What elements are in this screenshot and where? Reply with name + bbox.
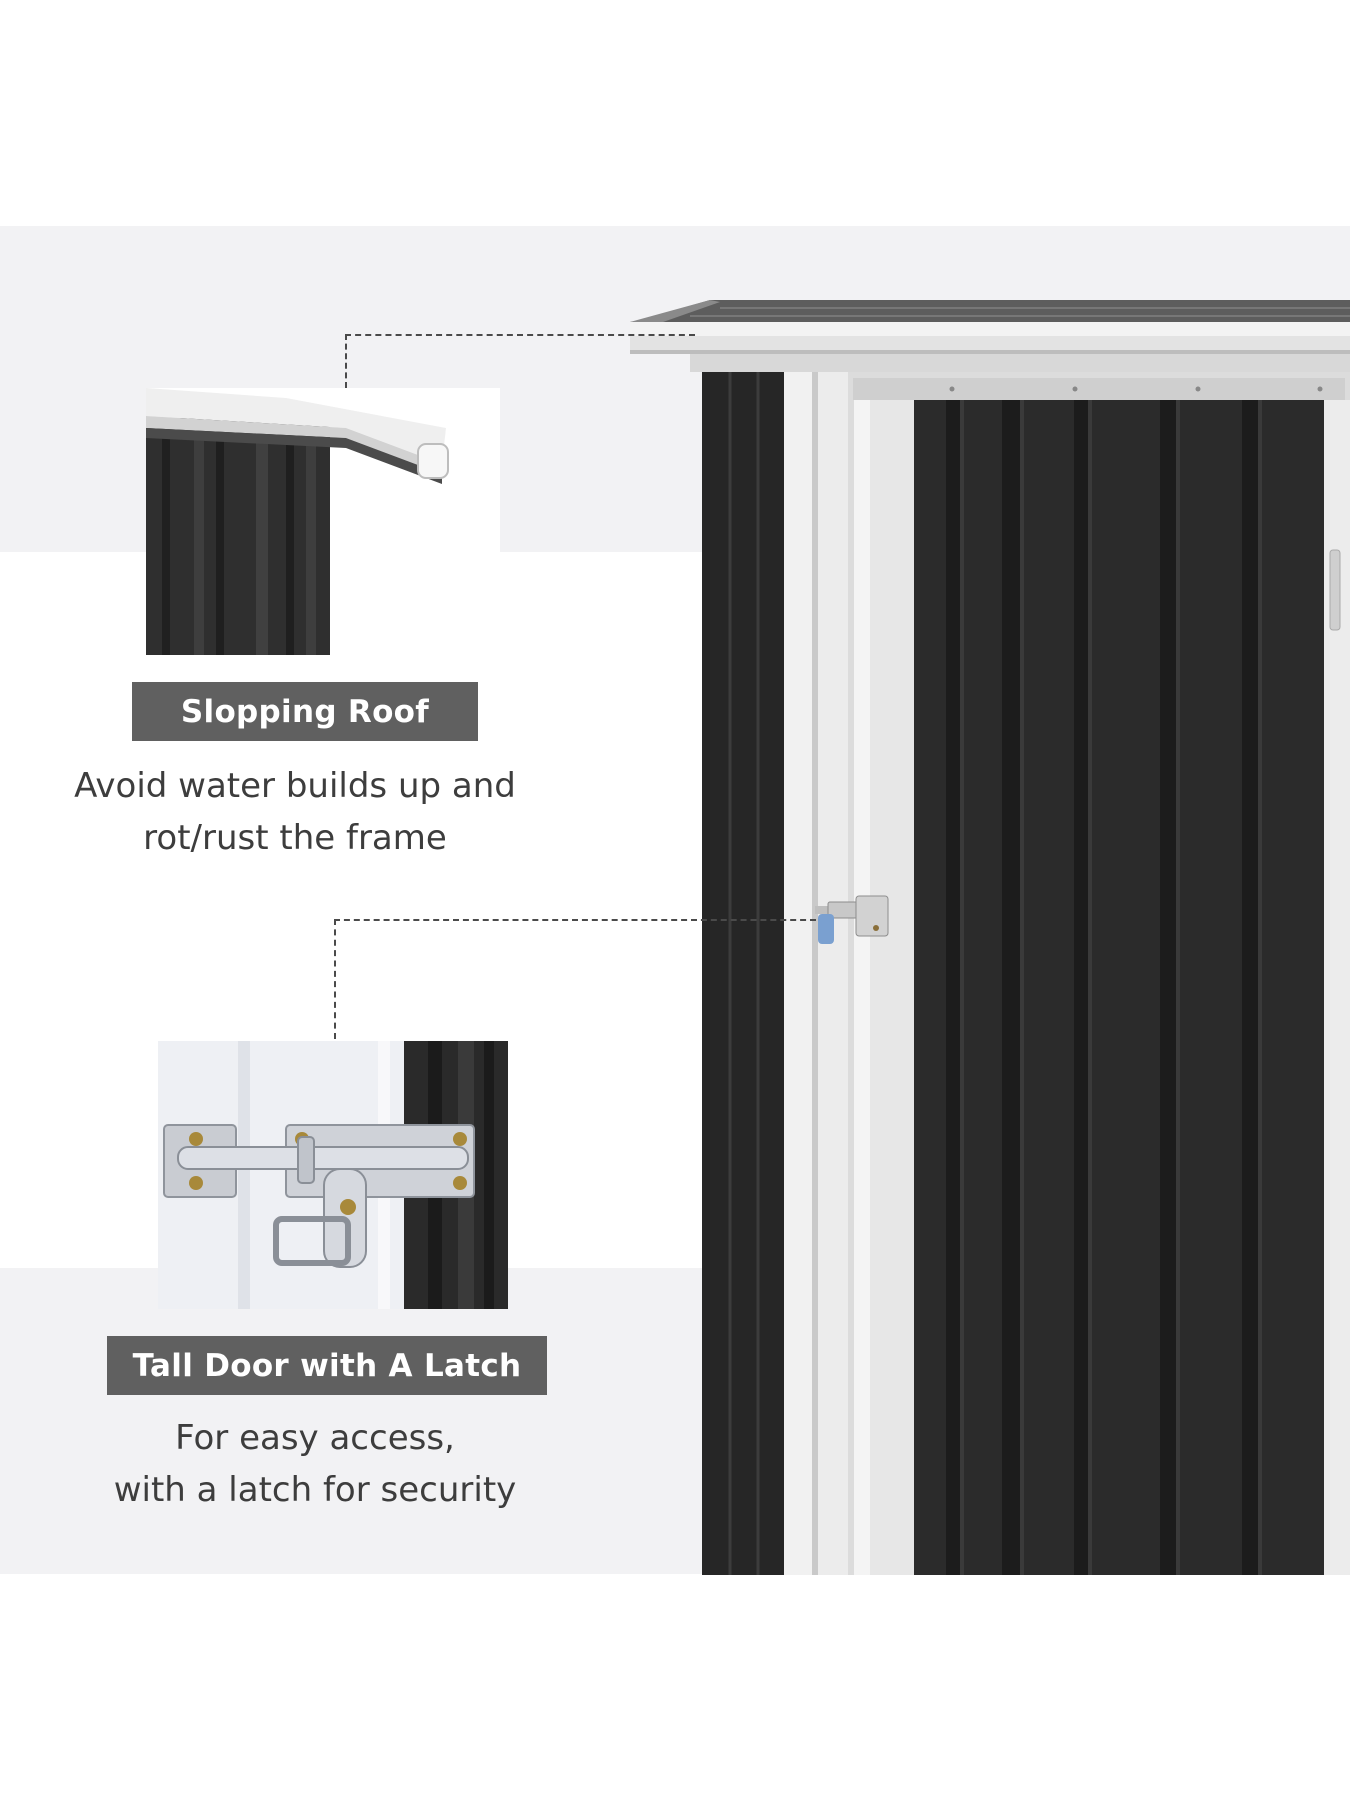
- roof-closeup-image: [146, 388, 500, 655]
- feature-description-line: For easy access,: [175, 1418, 455, 1458]
- latch-leader-vertical: [334, 919, 336, 1039]
- feature-description-latch: For easy access, with a latch for securi…: [40, 1412, 590, 1516]
- latch-closeup-image: [158, 1041, 508, 1309]
- feature-title-latch: Tall Door with A Latch: [107, 1336, 547, 1395]
- feature-description-line: rot/rust the frame: [143, 818, 447, 858]
- feature-description-line: Avoid water builds up and: [74, 766, 516, 806]
- roof-leader-horizontal: [345, 334, 695, 336]
- roof-leader-vertical: [345, 334, 347, 388]
- latch-leader-horizontal: [334, 919, 816, 921]
- feature-description-roof: Avoid water builds up and rot/rust the f…: [40, 760, 550, 864]
- shed-image: [630, 300, 1350, 1575]
- feature-title-roof: Slopping Roof: [132, 682, 478, 741]
- feature-description-line: with a latch for security: [113, 1470, 517, 1510]
